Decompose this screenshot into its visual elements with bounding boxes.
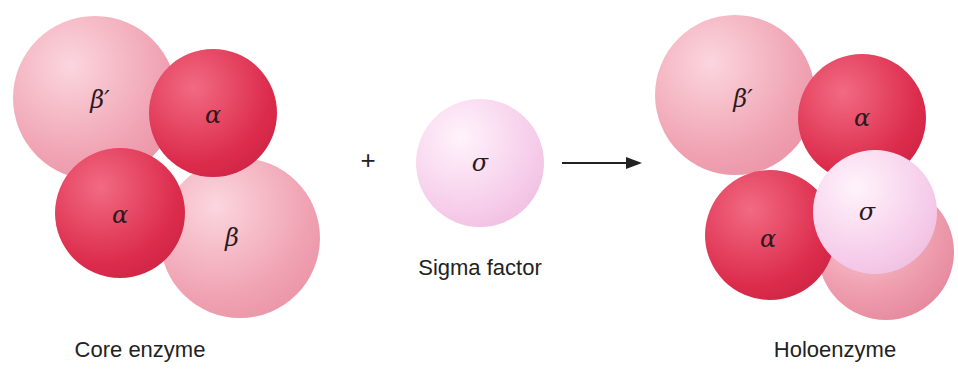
reaction-arrow — [562, 162, 628, 164]
subunit-symbol: β — [225, 226, 239, 250]
subunit-symbol: β′ — [733, 87, 752, 111]
plus-sign: + — [360, 146, 375, 175]
alpha-subunit-circle: α — [55, 148, 185, 278]
subunit-symbol: σ — [859, 200, 875, 224]
beta-subunit-circle: β — [160, 158, 320, 318]
subunit-symbol: α — [205, 103, 221, 127]
beta-prime-subunit-circle: β′ — [655, 15, 815, 175]
complex-label: Holoenzyme — [774, 338, 896, 362]
subunit-symbol: α — [112, 203, 128, 227]
subunit-symbol: β′ — [90, 88, 109, 112]
sigma-factor-circle: σ — [813, 150, 937, 274]
sigma-factor-circle: σ — [416, 99, 544, 227]
alpha-subunit-circle: α — [149, 49, 277, 177]
component-label: Sigma factor — [418, 256, 542, 280]
arrow-head — [626, 157, 642, 169]
complex-label: Core enzyme — [75, 338, 206, 362]
subunit-symbol: α — [854, 106, 870, 130]
subunit-symbol: σ — [472, 151, 488, 175]
subunit-symbol: α — [760, 227, 776, 251]
alpha-subunit-circle: α — [705, 170, 835, 300]
